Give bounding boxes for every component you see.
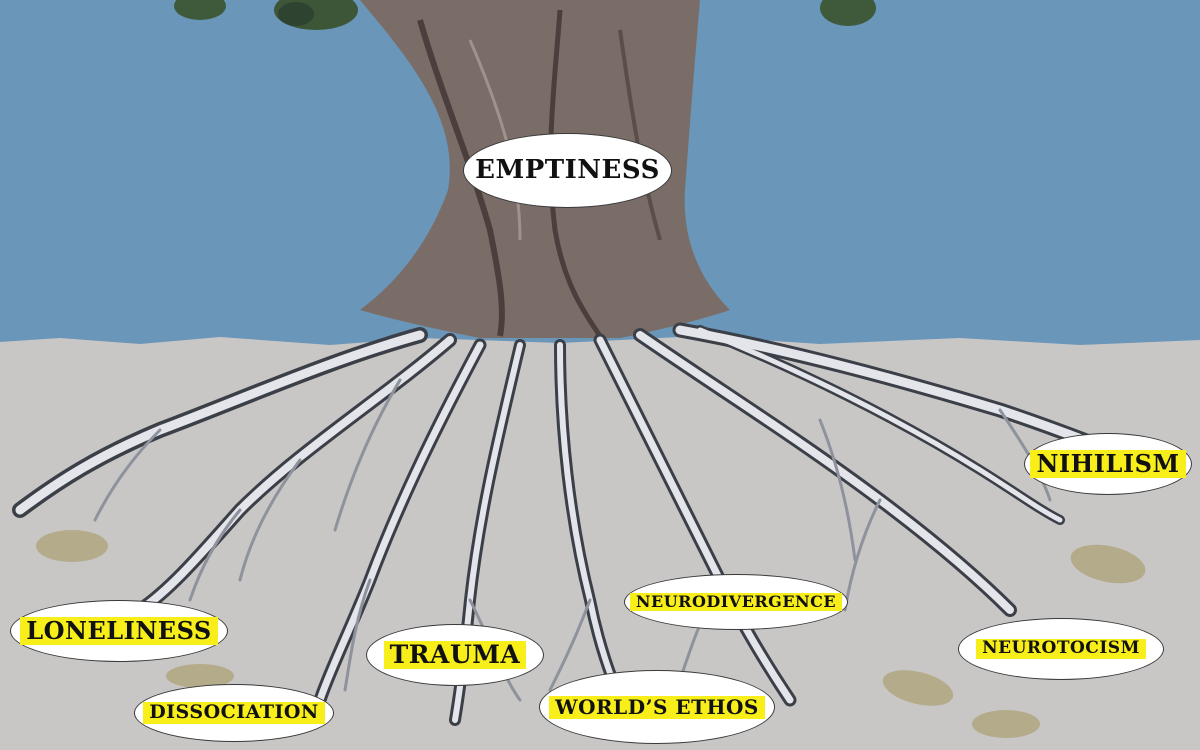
label-worlds-ethos: WORLD’S ETHOS <box>539 670 775 744</box>
label-loneliness-text: LONELINESS <box>20 617 218 645</box>
label-neurodivergence-text: NEURODIVERGENCE <box>629 592 843 612</box>
label-trauma-text: TRAUMA <box>383 640 527 670</box>
label-emptiness-text: EMPTINESS <box>475 154 660 185</box>
label-dissociation-text: DISSOCIATION <box>143 701 325 724</box>
foliage <box>174 0 876 30</box>
label-nihilism: NIHILISM <box>1024 433 1192 495</box>
label-dissociation: DISSOCIATION <box>134 684 334 742</box>
label-nihilism-text: NIHILISM <box>1030 450 1186 478</box>
label-worlds-ethos-text: WORLD’S ETHOS <box>549 695 765 719</box>
ground-background <box>0 336 1200 750</box>
label-loneliness: LONELINESS <box>10 600 228 662</box>
label-trauma: TRAUMA <box>366 624 544 686</box>
stones <box>36 530 1146 738</box>
label-neurodivergence: NEURODIVERGENCE <box>624 574 848 630</box>
label-neurotocism-text: NEUROTOCISM <box>976 639 1146 659</box>
label-emptiness: EMPTINESS <box>463 133 672 208</box>
label-neurotocism: NEUROTOCISM <box>958 618 1164 680</box>
